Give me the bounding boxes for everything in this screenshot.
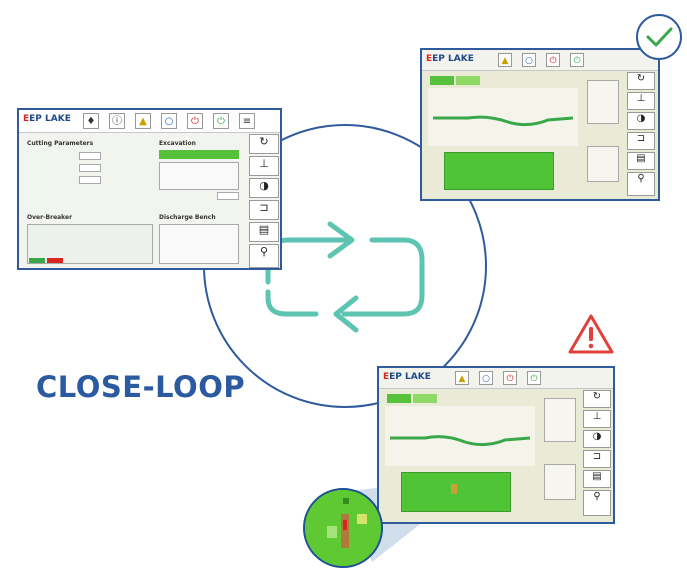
screen-toolbar xyxy=(379,368,613,389)
profile-plot xyxy=(385,406,535,466)
fault-cell xyxy=(451,484,457,494)
check-icon xyxy=(636,14,682,60)
mode-tab-2 xyxy=(456,76,480,85)
side-button-1: ↻ xyxy=(627,72,655,90)
brand-logo: EEP LAKE xyxy=(383,372,431,382)
side-button-1: ↻ xyxy=(249,134,279,154)
cycle-arrows xyxy=(265,221,425,333)
info-panel xyxy=(544,398,576,442)
side-button-5: ▤ xyxy=(249,222,279,242)
screen-warning: EEP LAKE ▲ ○ ⏻ ⏻ ↻ ⊥ ◑ ⊐ ▤ ⚲ xyxy=(377,366,615,524)
panel-title-overbreaker: Over-Breaker xyxy=(27,214,73,221)
start-icon: ⏻ xyxy=(213,113,229,129)
zoom-cell-light xyxy=(327,526,337,538)
circle-icon: ○ xyxy=(479,371,493,385)
screen-toolbar xyxy=(422,50,658,71)
stop-icon: ⏻ xyxy=(187,113,203,129)
screen-cutting-parameters: EEP LAKE ♦ ⓘ ▲ ○ ⏻ ⏻ ≡ Cutting Parameter… xyxy=(17,108,282,270)
value-panel xyxy=(587,146,619,182)
side-button-3: ◑ xyxy=(583,430,611,448)
bottom-arrowhead xyxy=(333,295,359,333)
alert-icon: ▲ xyxy=(135,113,151,129)
zoom-fault-column xyxy=(341,514,349,548)
mode-tab-2 xyxy=(413,394,437,403)
profile-wave xyxy=(390,435,531,447)
side-button-4: ⊐ xyxy=(583,450,611,468)
close-loop-label: CLOSE-LOOP xyxy=(36,370,246,404)
circle-icon: ○ xyxy=(522,53,536,67)
side-button-5: ▤ xyxy=(583,470,611,488)
power-icon: ♦ xyxy=(83,113,99,129)
zoom-cell-yellow xyxy=(357,514,367,524)
warning-icon xyxy=(568,314,614,354)
excavation-table xyxy=(159,162,239,190)
mode-tab-1 xyxy=(387,394,411,403)
circle-icon: ○ xyxy=(161,113,177,129)
zoom-magnifier xyxy=(303,488,383,568)
side-button-5: ▤ xyxy=(627,152,655,170)
alert-icon: ▲ xyxy=(455,371,469,385)
param-field-1 xyxy=(79,152,101,160)
side-button-6: ⚲ xyxy=(627,172,655,196)
zoom-mark xyxy=(343,498,349,504)
side-button-2: ⊥ xyxy=(583,410,611,428)
side-button-4: ⊐ xyxy=(627,132,655,150)
side-button-3: ◑ xyxy=(249,178,279,198)
brand-logo: EEP LAKE xyxy=(23,114,71,124)
panel-title-cutting: Cutting Parameters xyxy=(27,140,94,147)
value-panel xyxy=(544,464,576,500)
param-field-3 xyxy=(79,176,101,184)
side-button-1: ↻ xyxy=(583,390,611,408)
info-icon: ⓘ xyxy=(109,113,125,129)
brand-logo: EEP LAKE xyxy=(426,54,474,64)
panel-title-excavation: Excavation xyxy=(159,140,196,147)
side-button-6: ⚲ xyxy=(249,244,279,268)
overbreaker-controls xyxy=(27,224,153,264)
start-icon: ⏻ xyxy=(527,371,541,385)
side-button-6: ⚲ xyxy=(583,490,611,516)
stop-icon: ⏻ xyxy=(546,53,560,67)
excavation-button xyxy=(217,192,239,200)
start-icon: ⏻ xyxy=(570,53,584,67)
zoom-fault-core xyxy=(343,520,347,530)
heatmap-grid xyxy=(444,152,554,190)
profile-wave xyxy=(433,115,574,127)
menu-icon: ≡ xyxy=(239,113,255,129)
excavation-status-bar xyxy=(159,150,239,159)
stop-icon: ⏻ xyxy=(503,371,517,385)
side-button-2: ⊥ xyxy=(249,156,279,176)
side-button-3: ◑ xyxy=(627,112,655,130)
top-arrowhead xyxy=(327,221,355,259)
right-arrow-path xyxy=(341,237,425,317)
param-field-2 xyxy=(79,164,101,172)
run-indicator xyxy=(29,258,45,263)
side-button-4: ⊐ xyxy=(249,200,279,220)
screen-ok: EEP LAKE ▲ ○ ⏻ ⏻ ↻ ⊥ ◑ ⊐ ▤ ⚲ xyxy=(420,48,660,201)
mode-tab-1 xyxy=(430,76,454,85)
info-panel xyxy=(587,80,619,124)
stop-indicator xyxy=(47,258,63,263)
heatmap-grid xyxy=(401,472,511,512)
discharge-table xyxy=(159,224,239,264)
panel-title-discharge: Discharge Bench xyxy=(159,214,216,221)
left-arrow-path xyxy=(265,289,319,317)
side-button-2: ⊥ xyxy=(627,92,655,110)
alert-icon: ▲ xyxy=(498,53,512,67)
